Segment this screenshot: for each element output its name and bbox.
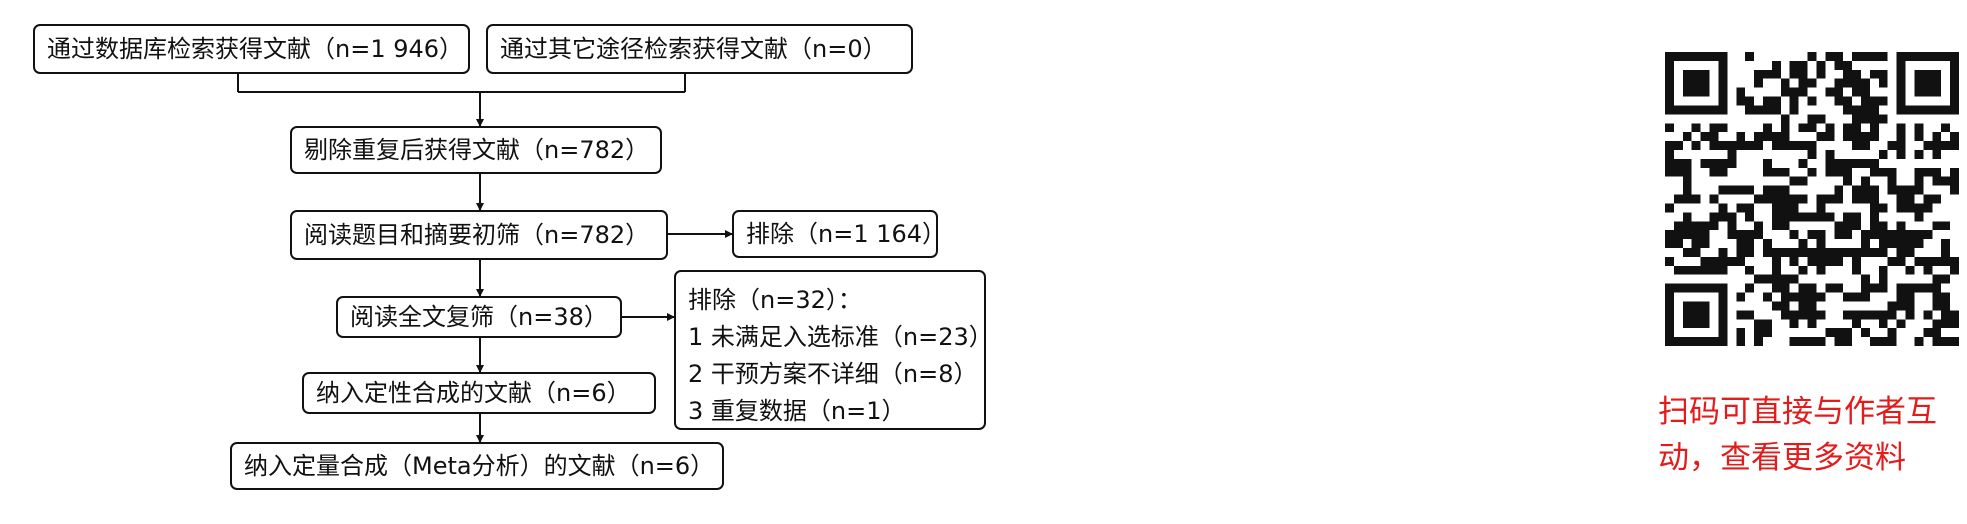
dedup-box: 剔除重复后获得文献（n=782）: [290, 126, 662, 174]
exclude-2-box: 排除（n=32）： 1 未满足入选标准（n=23） 2 干预方案不详细（n=8）…: [674, 270, 993, 430]
exclude-2-reason: 3 重复数据（n=1）: [688, 397, 906, 425]
exclude-2-title: 排除（n=32）：: [688, 286, 862, 314]
other-search-box: 通过其它途径检索获得文献（n=0）: [486, 24, 913, 74]
qr-caption-line-1: 扫码可直接与作者互: [1658, 394, 1937, 430]
screen-title-abstract-box: 阅读题目和摘要初筛（n=782）: [290, 210, 668, 260]
db-search-box: 通过数据库检索获得文献（n=1 946）: [33, 24, 470, 74]
fulltext-screen-box: 阅读全文复筛（n=38）: [336, 296, 622, 338]
qualitative-box: 纳入定性合成的文献（n=6）: [302, 372, 656, 414]
exclude-1-box: 排除（n=1 164）: [732, 210, 946, 258]
qr-caption-line-2: 动，查看更多资料: [1658, 440, 1906, 476]
exclude-2-reason: 2 干预方案不详细（n=8）: [688, 360, 978, 388]
qr-code-icon: [1665, 52, 1959, 346]
exclude-2-reason: 1 未满足入选标准（n=23）: [688, 323, 993, 351]
quantitative-box: 纳入定量合成（Meta分析）的文献（n=6）: [230, 442, 724, 490]
